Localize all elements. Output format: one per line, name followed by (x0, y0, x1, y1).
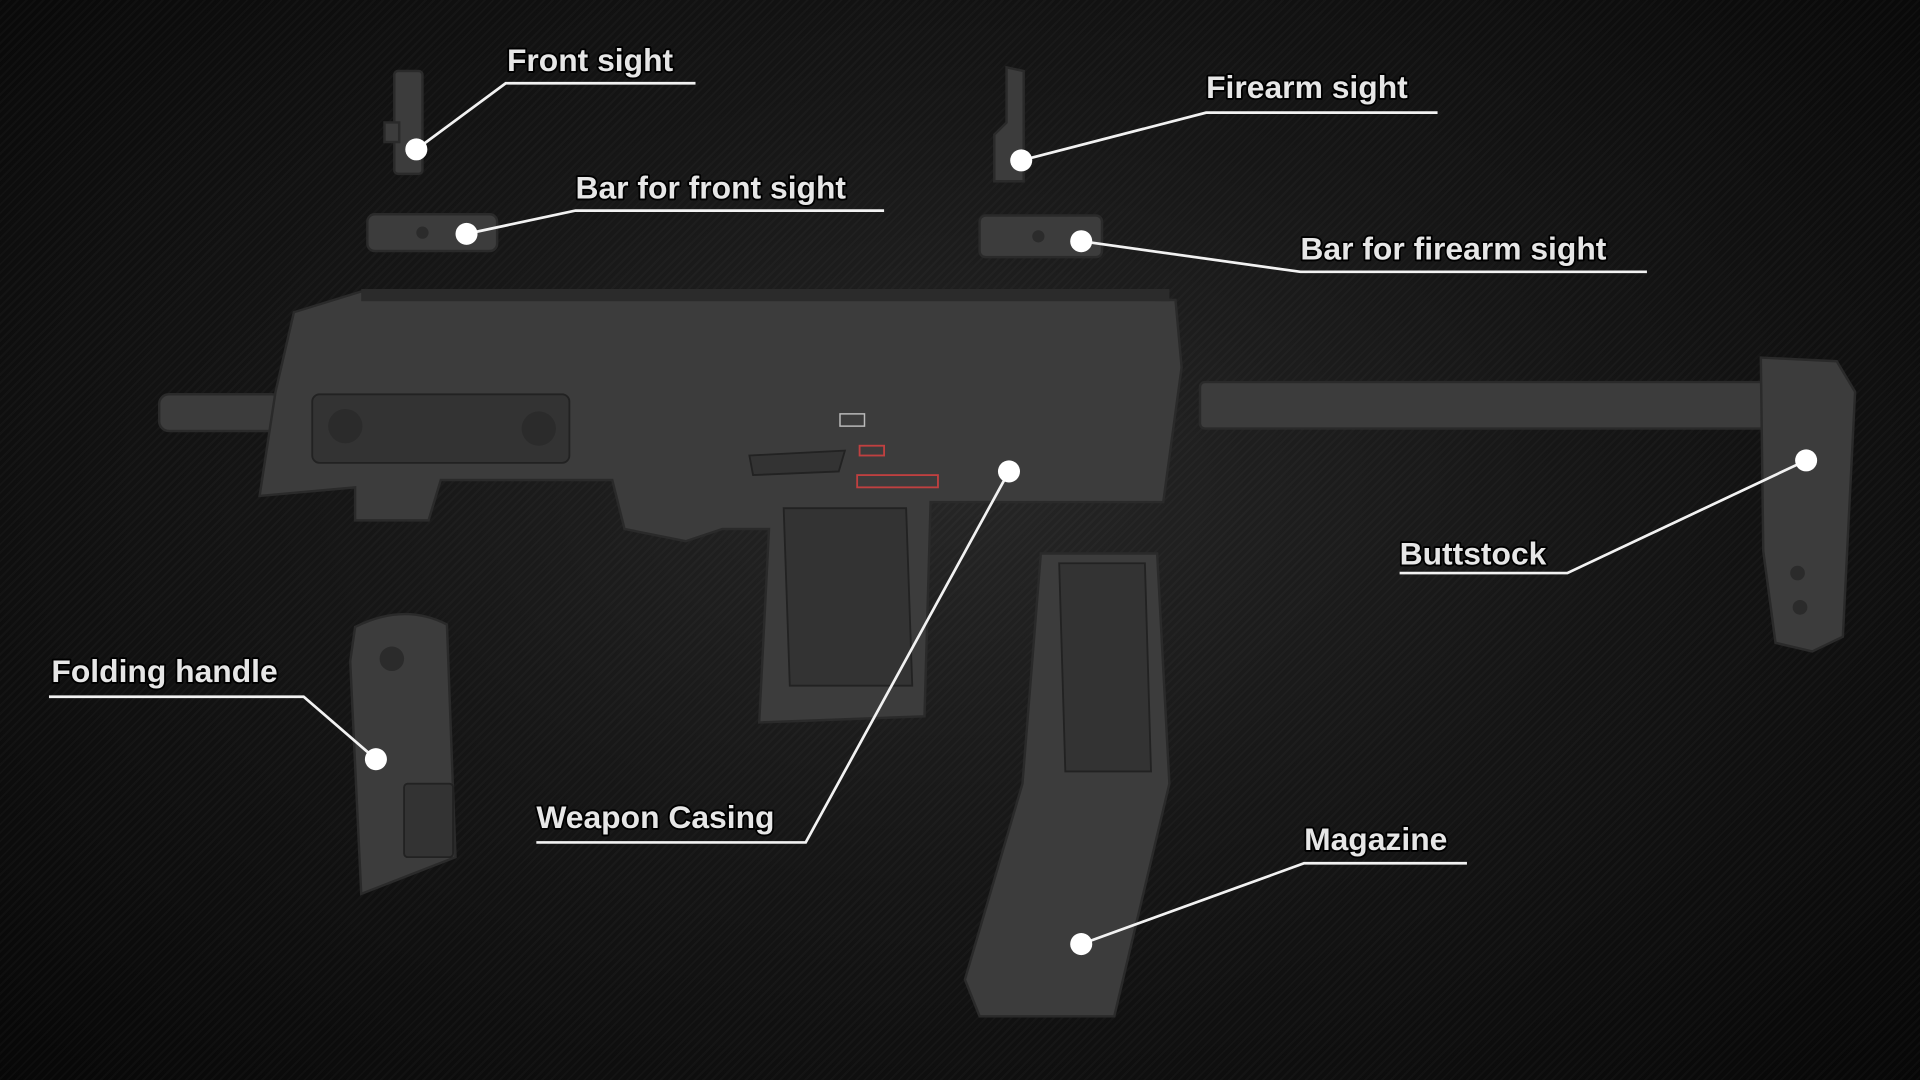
label-buttstock: Buttstock (1400, 535, 1547, 571)
weapon-casing-part (157, 288, 1183, 724)
callout-magazine: Magazine (1070, 819, 1467, 956)
label-front-sight: Front sight (507, 42, 674, 78)
label-folding-handle: Folding handle (51, 653, 277, 689)
callout-firearm-sight: Firearm sight (1010, 67, 1438, 172)
callout-bar-firearm-sight: Bar for firearm sight (1070, 229, 1647, 274)
label-bar-firearm-sight: Bar for firearm sight (1300, 231, 1606, 267)
callout-weapon-casing: Weapon Casing (534, 460, 1020, 844)
buttstock-part (1198, 356, 1857, 653)
magazine-part (963, 552, 1171, 1018)
label-firearm-sight: Firearm sight (1206, 69, 1408, 105)
bar-firearm-sight-part (978, 214, 1104, 259)
callout-front-sight: Front sight (405, 40, 696, 161)
label-bar-front-sight: Bar for front sight (576, 169, 847, 205)
label-magazine: Magazine (1304, 821, 1447, 857)
callout-folding-handle: Folding handle (48, 651, 387, 771)
folding-handle-part (348, 612, 457, 896)
label-weapon-casing: Weapon Casing (536, 799, 774, 835)
callout-bar-front-sight: Bar for front sight (455, 168, 885, 245)
callout-buttstock: Buttstock (1398, 449, 1818, 575)
